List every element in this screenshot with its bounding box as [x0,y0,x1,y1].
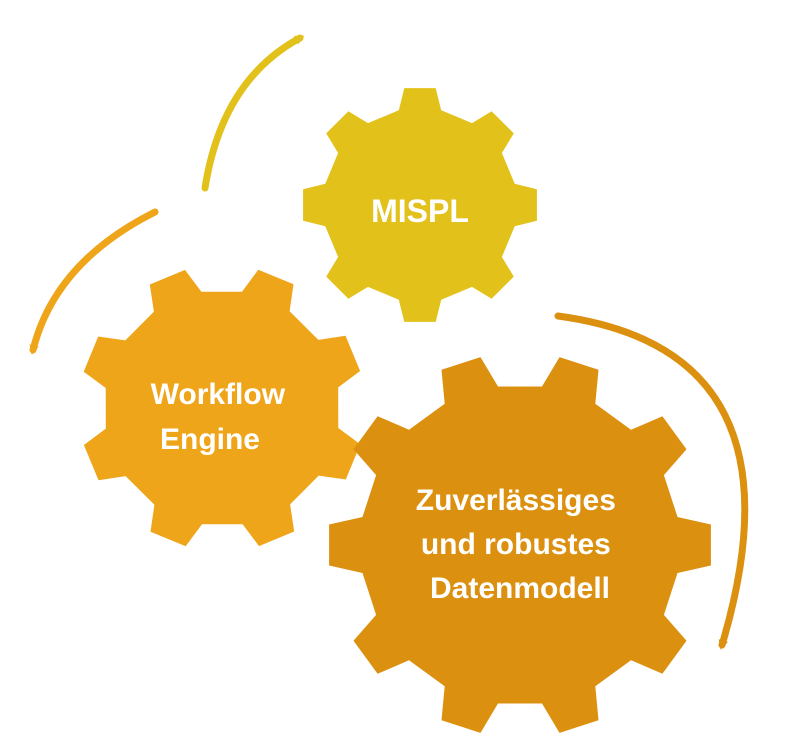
gear-mispl: MISPL [303,88,537,322]
gear-datenmodell: Zuverlässiges und robustes Datenmodell [329,357,711,733]
arrow-datenmodell [554,312,749,650]
gear-workflow-engine: Workflow Engine [83,269,361,547]
gear-mispl-shape [303,88,537,322]
arrow-workflow [29,208,159,355]
arrow-mispl [201,34,305,192]
gear-datenmodell-shape [329,357,711,733]
gear-datenmodell-label: Zuverlässiges und robustes Datenmodell [416,484,624,605]
gear-mispl-label: MISPL [371,193,469,229]
gear-workflow-engine-shape [83,269,361,547]
gear-workflow-engine-label: Workflow Engine [151,378,294,456]
